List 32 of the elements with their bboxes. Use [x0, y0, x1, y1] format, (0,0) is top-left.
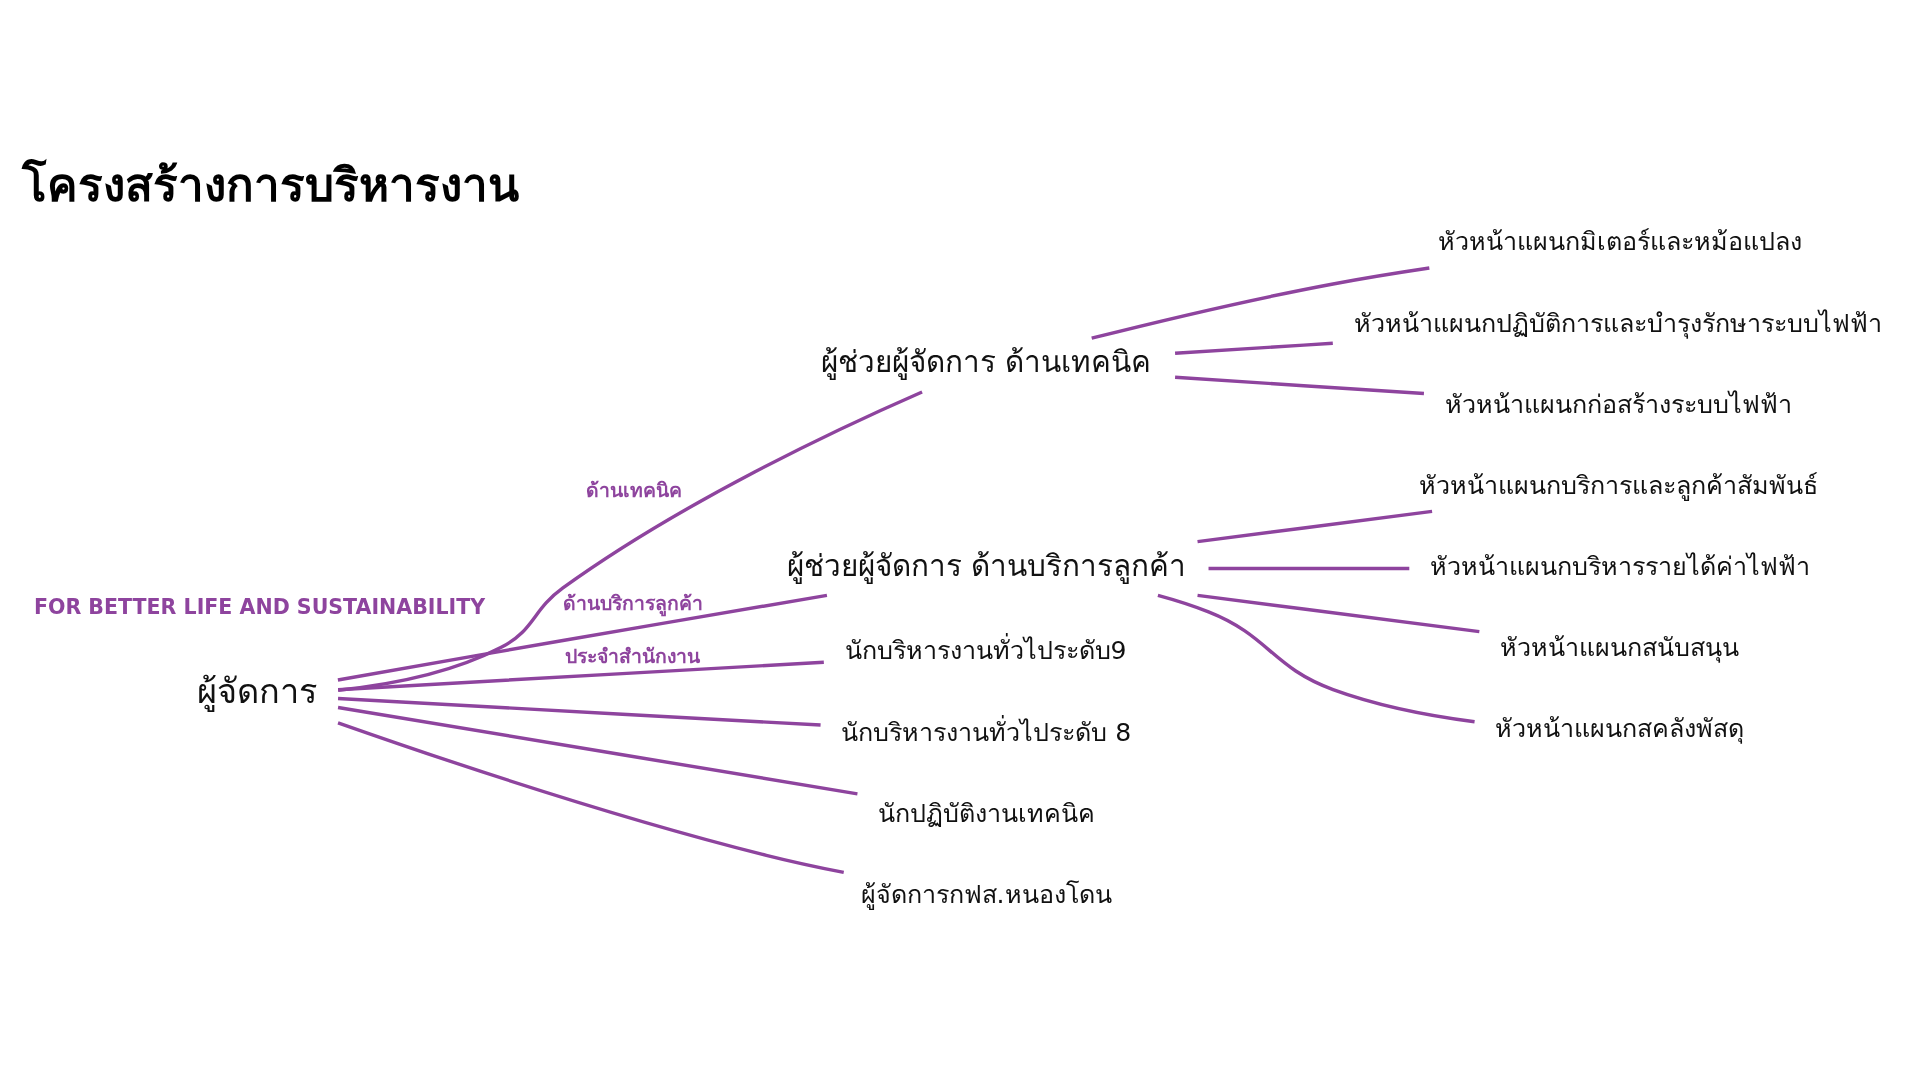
node-text: ผู้จัดการ [197, 670, 318, 711]
edge-label: ด้านเทคนิค [585, 478, 682, 502]
connector [337, 720, 845, 874]
connector [337, 593, 828, 682]
connector [337, 389, 923, 692]
node-text: ผู้ช่วยผู้จัดการ ด้านบริการลูกค้า [786, 547, 1187, 583]
connector [1197, 593, 1480, 633]
label: FOR BETTER LIFE AND SUSTAINABILITY [33, 594, 486, 619]
node-text: นักบริหารงานทั่วไประดับ9 [844, 635, 1127, 665]
node-text: ผู้ช่วยผู้จัดการ ด้านเทคนิค [820, 343, 1152, 379]
connector [337, 660, 824, 691]
connector [337, 705, 858, 796]
node-text: หัวหน้าแผนกปฏิบัติการและบำรุงรักษาระบบไฟฟ้า [1353, 308, 1882, 338]
node-text: หัวหน้าแผนกก่อสร้างระบบไฟฟ้า [1445, 389, 1793, 419]
connector [1091, 265, 1430, 340]
node-text: หัวหน้าแผนกสคลังพัสดุ [1495, 713, 1745, 743]
node-text: หัวหน้าแผนกบริการและลูกค้าสัมพันธ์ [1418, 470, 1818, 500]
node-text: นักบริหารงานทั่วไประดับ 8 [841, 717, 1132, 747]
connector [1174, 375, 1425, 395]
node-text: หัวหน้าแผนกมิเตอร์และหม้อแปลง [1437, 226, 1802, 256]
connector [1174, 341, 1333, 355]
edge-label: ด้านบริการลูกค้า [562, 591, 703, 615]
connector [1157, 593, 1475, 723]
connector [337, 696, 821, 727]
diagram-title: โครงสร้างการบริหารงาน [22, 158, 520, 212]
node-text: ผู้จัดการกฟส.หนองโดน [860, 879, 1112, 909]
node-text: นักปฏิบัติงานเทคนิค [878, 798, 1096, 828]
node-text: หัวหน้าแผนกบริหารรายได้ค่าไฟฟ้า [1430, 551, 1811, 581]
node-text: หัวหน้าแผนกสนับสนุน [1499, 632, 1739, 662]
connector [1208, 566, 1410, 570]
connector [1197, 509, 1433, 543]
edge-label: ประจำสำนักงาน [565, 644, 701, 668]
